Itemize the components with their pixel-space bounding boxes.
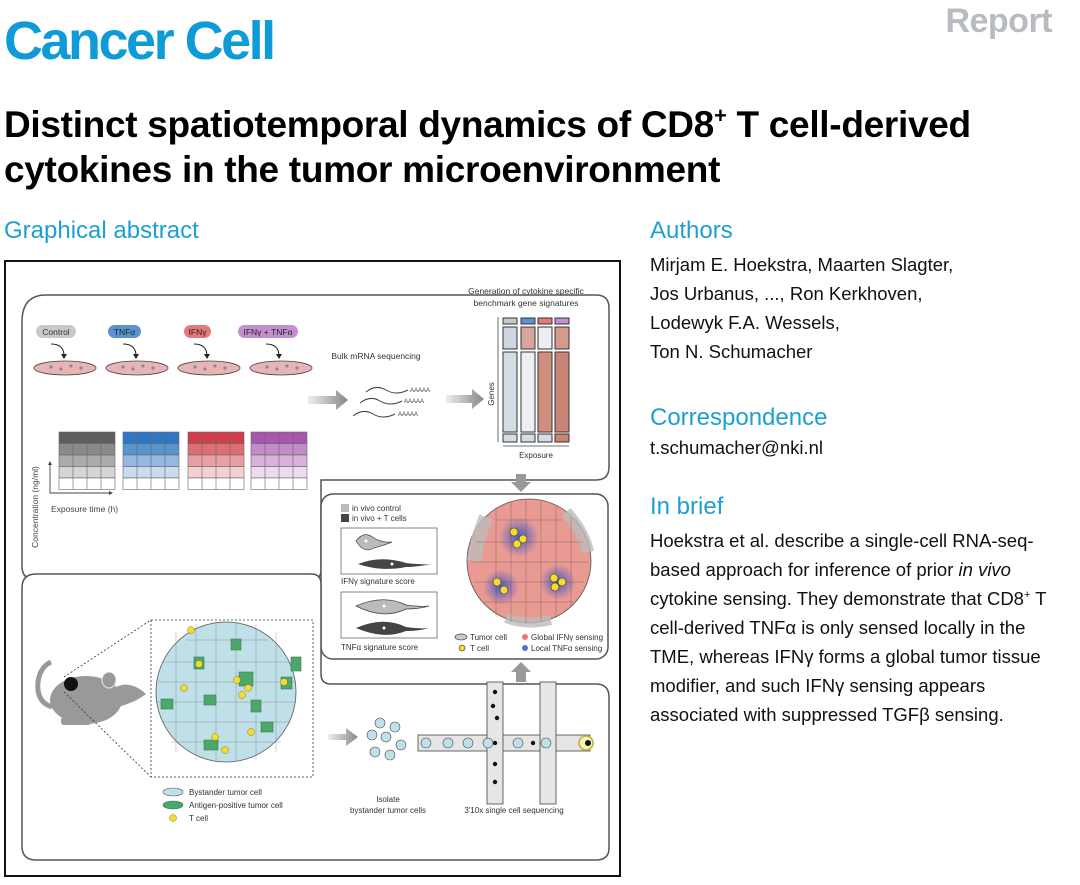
svg-text:TNFα signature score: TNFα signature score (341, 643, 419, 652)
arrow-right-icon-2 (446, 389, 484, 409)
title-superscript: + (713, 103, 727, 128)
svg-text:AAAAA: AAAAA (398, 412, 418, 418)
svg-text:IFNγ: IFNγ (189, 327, 208, 337)
tumor-sensing-diagram (466, 498, 594, 628)
tumor-tissue-diagram (155, 621, 302, 763)
brief-text-1: Hoekstra et al. describe a single-cell R… (650, 530, 1034, 580)
in-brief-heading: In brief (650, 493, 724, 520)
grid-ifng (187, 431, 245, 490)
authors-heading: Authors (650, 217, 733, 244)
in-brief-section: In brief Hoekstra et al. describe a sing… (650, 492, 1070, 729)
grid-ifng-tnfa (250, 431, 308, 490)
arrow-right-icon (308, 390, 348, 410)
svg-text:Bystander tumor cell: Bystander tumor cell (189, 788, 262, 797)
svg-text:benchmark gene signatures: benchmark gene signatures (474, 298, 579, 308)
article-title: Distinct spatiotemporal dynamics of CD8+… (4, 102, 1064, 192)
svg-text:bystander tumor cells: bystander tumor cells (350, 806, 426, 815)
svg-text:Tumor cell: Tumor cell (470, 633, 507, 642)
correspondence-email[interactable]: t.schumacher@nki.nl (650, 437, 824, 458)
mrna-strands (352, 386, 409, 418)
arrow-up-icon (511, 662, 531, 682)
mouse-icon (35, 659, 146, 725)
svg-text:T cell: T cell (470, 644, 489, 653)
grid-control (58, 431, 116, 490)
exposure-time-label: Exposure time (h) (51, 504, 118, 514)
in-brief-text: Hoekstra et al. describe a single-cell R… (650, 526, 1060, 729)
svg-text:Control: Control (42, 327, 70, 337)
svg-text:Exposure: Exposure (519, 451, 553, 460)
svg-text:Generation of cytokine specifi: Generation of cytokine specific (468, 286, 585, 296)
brief-text-2: cytokine sensing. They demonstrate that … (650, 588, 1024, 609)
authors-list: Mirjam E. Hoekstra, Maarten Slagter, Jos… (650, 250, 1070, 366)
svg-text:Antigen-positive tumor cell: Antigen-positive tumor cell (189, 801, 283, 810)
svg-text:AAAAA: AAAAA (410, 388, 430, 394)
svg-text:T cell: T cell (189, 814, 208, 823)
title-part-1: Distinct spatiotemporal dynamics of CD8 (4, 104, 714, 145)
svg-text:Global IFNγ sensing: Global IFNγ sensing (531, 633, 603, 642)
svg-text:3'10x single cell sequencing: 3'10x single cell sequencing (464, 806, 563, 815)
condition-control: Control (36, 325, 76, 338)
condition-ifng-tnfa: IFNγ + TNFα (238, 325, 298, 338)
svg-text:in vivo + T cells: in vivo + T cells (352, 514, 407, 523)
isolated-cells (366, 717, 407, 761)
svg-text:Local TNFα sensing: Local TNFα sensing (531, 644, 602, 653)
graphical-abstract-figure: Control TNFα IFNγ IFNγ + TNFα Concentrat… (21, 286, 610, 861)
arrow-down-icon (511, 474, 531, 492)
panel-in-vitro (21, 294, 610, 581)
culture-dishes (33, 360, 313, 376)
svg-text:in vivo control: in vivo control (352, 504, 401, 513)
author-line[interactable]: Jos Urbanus, ..., Ron Kerkhoven, (650, 283, 923, 304)
article-type-label: Report (945, 2, 1052, 40)
signature-heatmap (502, 317, 570, 443)
journal-name: Cancer Cell (4, 11, 276, 71)
svg-text:Isolate: Isolate (376, 795, 400, 804)
condition-ifng: IFNγ (184, 325, 211, 338)
svg-text:TNFα: TNFα (114, 327, 136, 337)
svg-text:Genes: Genes (487, 382, 496, 406)
author-line[interactable]: Ton N. Schumacher (650, 341, 813, 362)
grid-tnfa (122, 431, 180, 490)
graphical-abstract-heading: Graphical abstract (4, 217, 199, 244)
bulk-mrna-label: Bulk mRNA sequencing (331, 351, 421, 361)
author-line[interactable]: Mirjam E. Hoekstra, Maarten Slagter, (650, 254, 954, 275)
authors-section: Authors Mirjam E. Hoekstra, Maarten Slag… (650, 216, 1070, 366)
arrow-right-icon-3 (328, 728, 358, 746)
svg-text:AAAAA: AAAAA (404, 399, 424, 405)
brief-italic: in vivo (958, 559, 1011, 580)
title-part-2: T cell-derived cytokines in the tumor mi… (4, 104, 971, 190)
svg-text:IFNγ signature score: IFNγ signature score (341, 577, 415, 586)
graphical-abstract: Control TNFα IFNγ IFNγ + TNFα Concentrat… (4, 260, 621, 877)
author-line[interactable]: Lodewyk F.A. Wessels, (650, 312, 840, 333)
condition-tnfa: TNFα (108, 325, 141, 338)
concentration-axis-label: Concentration (ng/ml) (30, 466, 40, 548)
brief-superscript: + (1023, 589, 1031, 601)
correspondence-heading: Correspondence (650, 404, 828, 431)
brief-text-3: T cell-derived TNFα is only sensed local… (650, 588, 1047, 725)
svg-text:IFNγ + TNFα: IFNγ + TNFα (243, 327, 292, 337)
correspondence-section: Correspondence t.schumacher@nki.nl (650, 403, 1070, 462)
